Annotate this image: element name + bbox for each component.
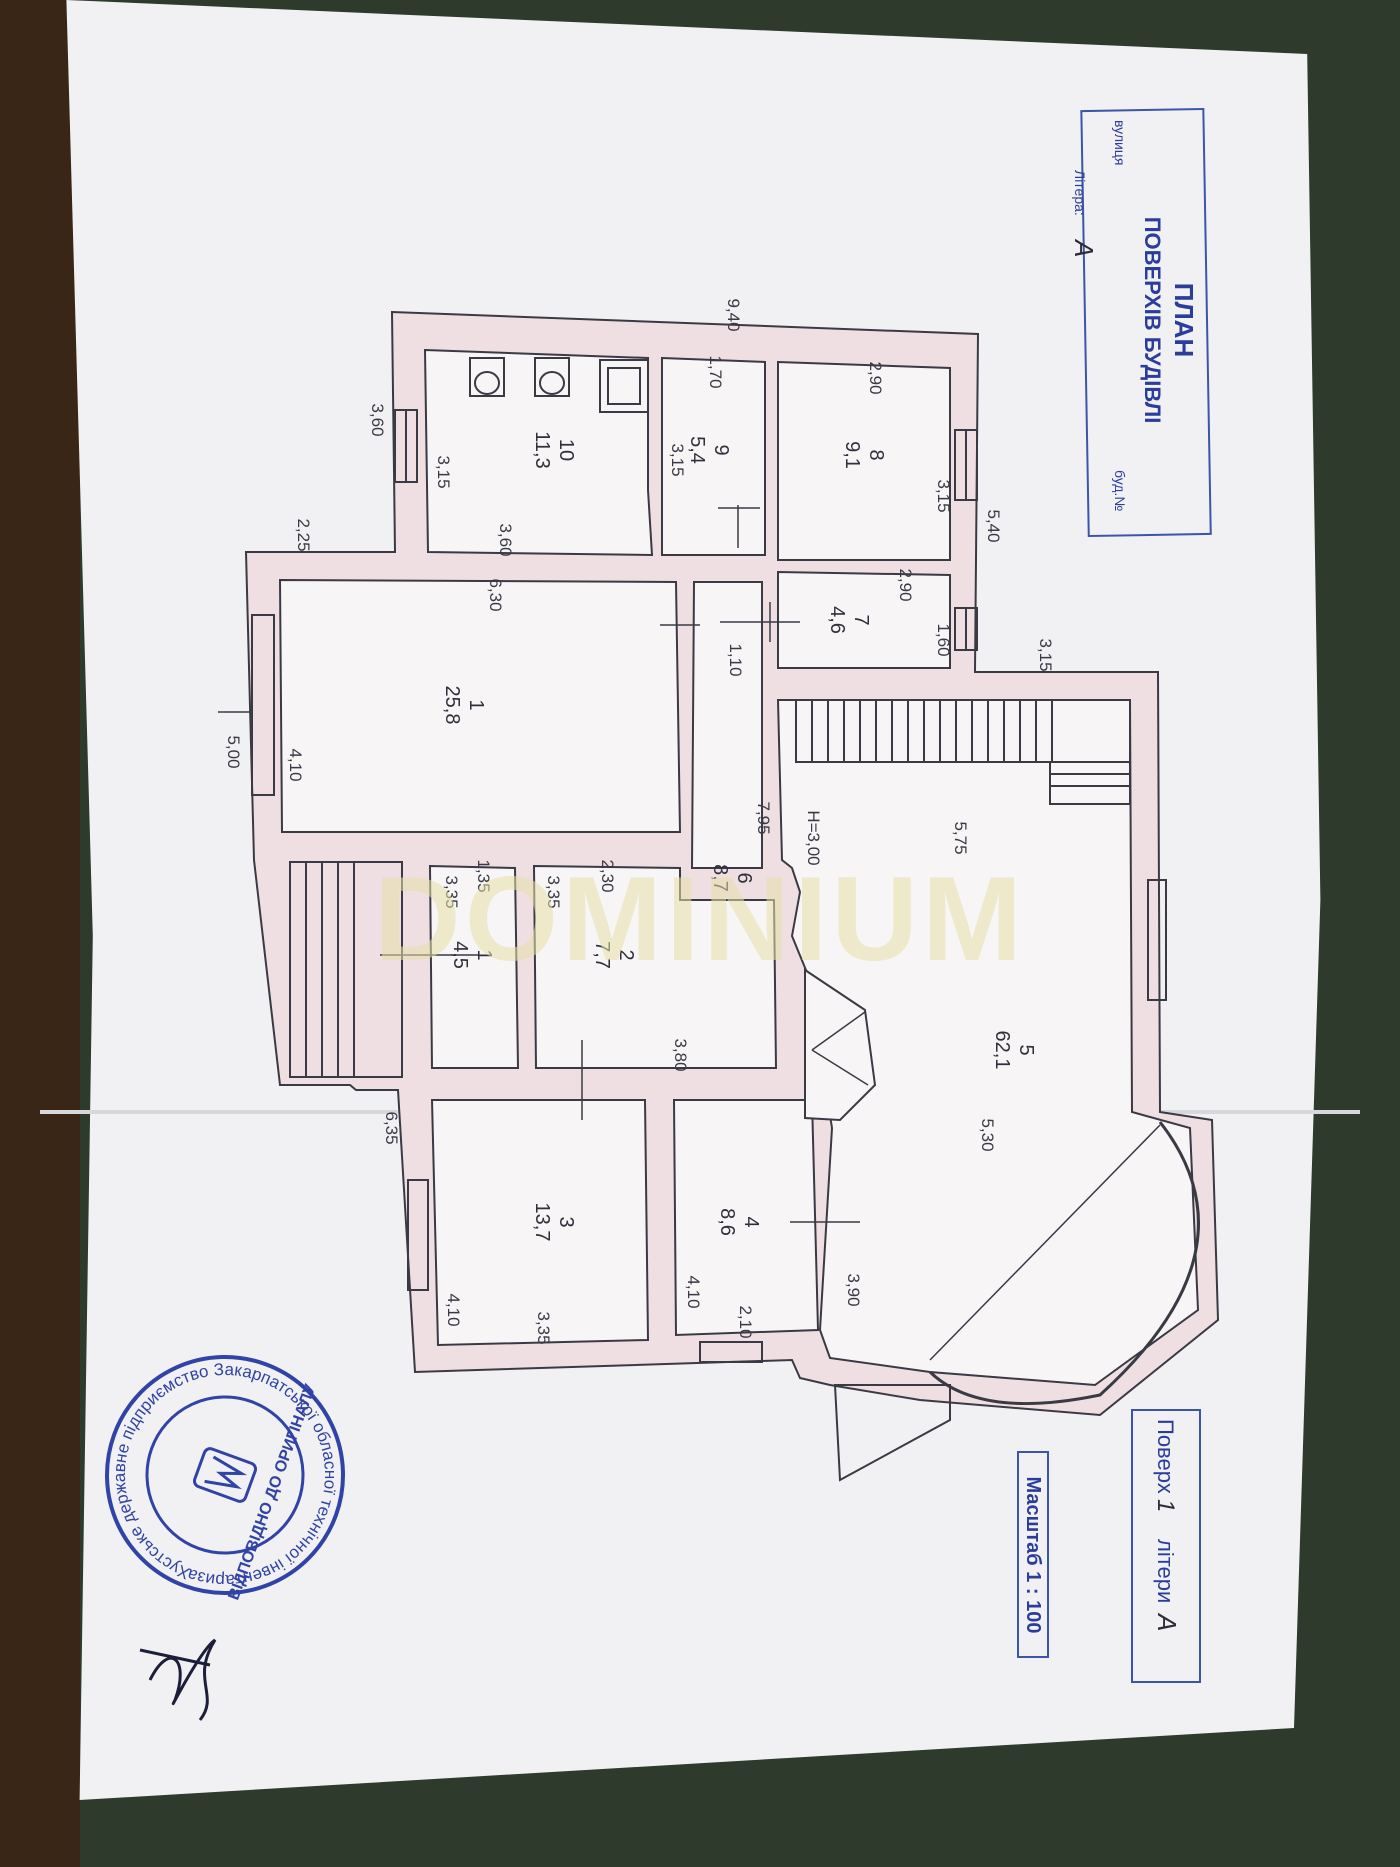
dim-410-a: 4,10 bbox=[286, 748, 305, 781]
room-5-number: 5 bbox=[1015, 1044, 1037, 1055]
dim-575: 5,75 bbox=[951, 821, 970, 854]
room-1-large bbox=[278, 578, 682, 833]
room-2-number: 2 bbox=[615, 949, 637, 960]
dim-795: 7,95 bbox=[754, 801, 773, 834]
room-1-small-area: 4,5 bbox=[449, 941, 471, 969]
room-6-number: 6 bbox=[733, 872, 755, 883]
dimension-labels: 9,40 3,60 3,15 3,60 2,25 5,00 4,10 6,30 … bbox=[224, 298, 1055, 1344]
dim-360-inner: 3,60 bbox=[496, 523, 515, 556]
room-6-corridor bbox=[690, 581, 763, 869]
rooms-interiors bbox=[278, 348, 1200, 1387]
dim-540: 5,40 bbox=[984, 509, 1003, 542]
entrance-steps bbox=[289, 861, 403, 1078]
dim-315-b: 3,15 bbox=[668, 443, 687, 476]
dim-h300: H=3,00 bbox=[804, 810, 823, 865]
room-6-area: 8,7 bbox=[709, 864, 731, 892]
letters-label: літери bbox=[1153, 1539, 1178, 1603]
dim-630: 6,30 bbox=[486, 578, 505, 611]
room-7-number: 7 bbox=[850, 614, 872, 625]
room-10-number: 10 bbox=[555, 439, 577, 461]
dim-135: 1,35 bbox=[474, 859, 493, 892]
room-9-number: 9 bbox=[710, 444, 732, 455]
room-2 bbox=[532, 864, 778, 1069]
dim-315-a: 3,15 bbox=[434, 455, 453, 488]
trident-emblem-icon bbox=[192, 1447, 258, 1503]
sanitary-fixtures bbox=[469, 357, 649, 413]
signature-scribble bbox=[139, 1638, 217, 1721]
room-9-area: 5,4 bbox=[686, 436, 708, 464]
room-4-area: 8,6 bbox=[716, 1208, 738, 1236]
street-label: вулиця bbox=[1112, 120, 1128, 165]
floor-value: 1 bbox=[1152, 1499, 1179, 1512]
watermark-text: DOMINIUM bbox=[374, 852, 1026, 986]
plan-title: ПЛАН bbox=[1169, 283, 1199, 357]
dim-410-b: 4,10 bbox=[444, 1293, 463, 1326]
scale-label: Масштаб 1 : 100 bbox=[1022, 1477, 1044, 1634]
room-8-area: 9,1 bbox=[841, 441, 863, 469]
fireplace-shape bbox=[804, 968, 877, 1122]
title-block: ПЛАН ПОВЕРХІВ БУДІВЛІ вулиця буд.№ Літер… bbox=[1069, 107, 1212, 538]
fireplace-lines bbox=[811, 1011, 869, 1086]
dim-160: 1,60 bbox=[934, 623, 953, 656]
windows bbox=[251, 409, 1167, 1363]
room-8 bbox=[777, 360, 951, 561]
interior-staircase bbox=[795, 699, 1131, 805]
room-1-small-number: 1 bbox=[473, 949, 495, 960]
dim-380: 3,80 bbox=[671, 1038, 690, 1071]
room-5-hall bbox=[776, 699, 1200, 1387]
building-no-label: буд.№ bbox=[1112, 470, 1128, 511]
letter-label: Літера: bbox=[1072, 170, 1088, 216]
dim-315-c: 3,15 bbox=[934, 479, 953, 512]
dim-390: 3,90 bbox=[844, 1273, 863, 1306]
dim-210: 2,10 bbox=[736, 1305, 755, 1338]
dim-940: 9,40 bbox=[724, 298, 743, 331]
room-10 bbox=[423, 348, 654, 557]
dim-635: 6,35 bbox=[382, 1111, 401, 1144]
door-markers bbox=[380, 505, 860, 1223]
dim-335-b: 3,35 bbox=[544, 875, 563, 908]
scale-block: Масштаб 1 : 100 bbox=[1017, 1451, 1049, 1658]
plan-subtitle: ПОВЕРХІВ БУДІВЛІ bbox=[1140, 217, 1165, 424]
room-10-area: 11,3 bbox=[531, 431, 553, 468]
letter-value: А bbox=[1069, 238, 1099, 257]
dim-290-b: 2,90 bbox=[896, 568, 915, 601]
room-1-large-number: 1 bbox=[465, 699, 487, 710]
dim-290-a: 2,90 bbox=[866, 361, 885, 394]
dim-335-c: 3,35 bbox=[534, 1311, 553, 1344]
dim-170: 1,70 bbox=[706, 355, 725, 388]
room-labels: 10 11,3 9 5,4 8 9,1 7 4,6 1 25,8 6 8,7 1… bbox=[441, 431, 1037, 1241]
floor-block: Поверх 1 літери А bbox=[1131, 1409, 1201, 1683]
dim-335-a: 3,35 bbox=[442, 875, 461, 908]
dim-530: 5,30 bbox=[978, 1118, 997, 1151]
room-9 bbox=[661, 356, 766, 556]
letters-value: А bbox=[1152, 1612, 1182, 1631]
room-1-small bbox=[428, 864, 520, 1069]
dim-500: 5,00 bbox=[224, 735, 243, 768]
room-3 bbox=[430, 1099, 650, 1347]
room-7 bbox=[777, 570, 951, 669]
room-3-number: 3 bbox=[555, 1216, 577, 1227]
room-7-area: 4,6 bbox=[826, 606, 848, 634]
room-4 bbox=[672, 1099, 820, 1337]
wooden-table-edge bbox=[0, 0, 80, 1867]
floor-label: Поверх bbox=[1153, 1419, 1178, 1494]
bay-window-arc bbox=[928, 1121, 1200, 1406]
dim-360-outer: 3,60 bbox=[368, 403, 387, 436]
dim-230: 2,30 bbox=[598, 859, 617, 892]
dim-110: 1,10 bbox=[726, 643, 745, 676]
dim-315-d: 3,15 bbox=[1036, 638, 1055, 671]
room-4-number: 4 bbox=[740, 1216, 762, 1227]
side-porch bbox=[833, 1384, 951, 1482]
room-5-area: 62,1 bbox=[991, 1031, 1013, 1070]
room-1-large-area: 25,8 bbox=[441, 686, 463, 725]
room-3-area: 13,7 bbox=[531, 1203, 553, 1242]
room-2-area: 7,7 bbox=[591, 941, 613, 969]
dim-410-c: 4,10 bbox=[684, 1275, 703, 1308]
room-8-number: 8 bbox=[865, 449, 887, 460]
bay-chord-line bbox=[929, 1124, 1161, 1361]
dim-225: 2,25 bbox=[294, 518, 313, 551]
